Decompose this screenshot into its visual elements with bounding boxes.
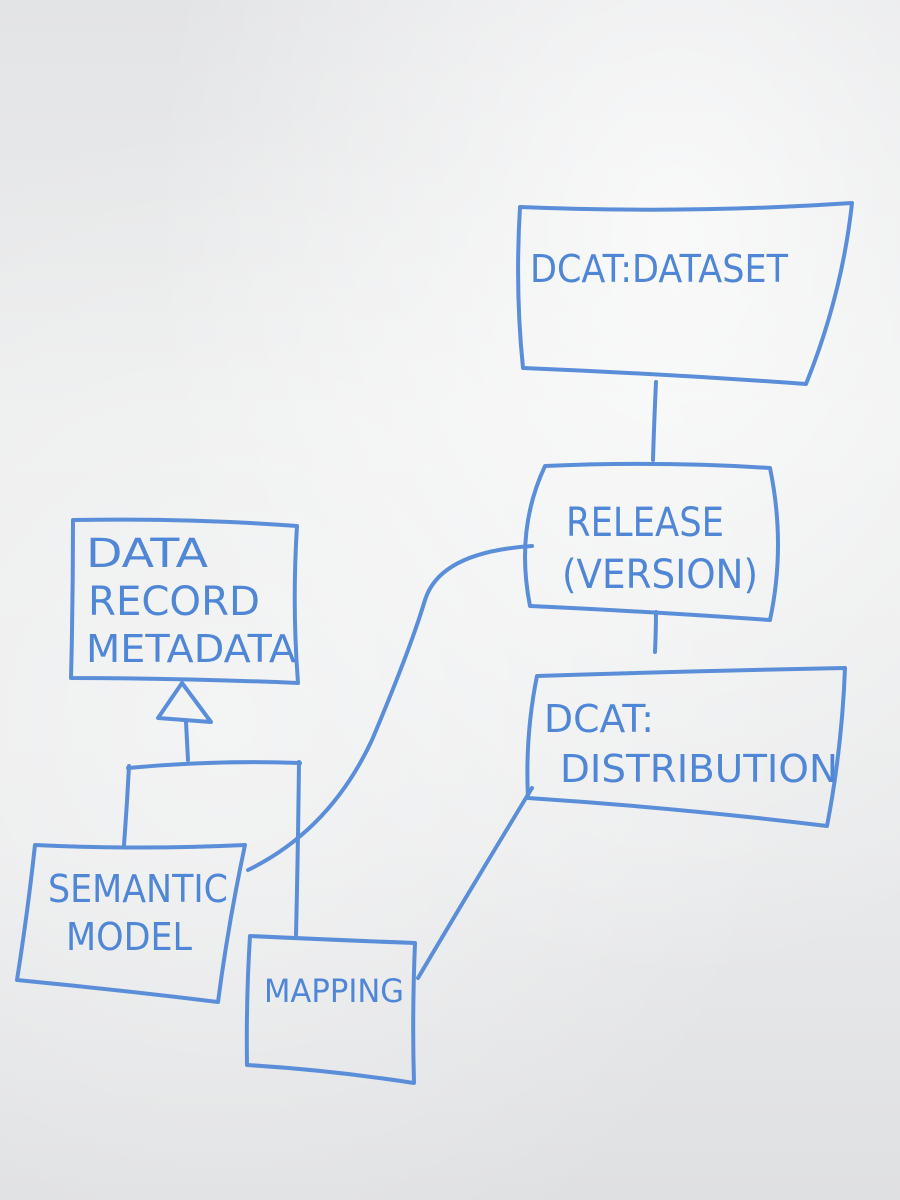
inheritance-bar (126, 760, 302, 770)
node-semantic-model-box (15, 843, 247, 1004)
node-dcat-distribution-label-line1: DCAT: (544, 697, 654, 741)
node-semantic-model: SEMANTIC MODEL (15, 843, 247, 1004)
node-data-record-metadata-label-line2: RECORD (88, 579, 260, 625)
inheritance-branch-mapping (294, 760, 301, 937)
connector-dataset-release (651, 380, 658, 462)
node-release: RELEASE (VERSION) (523, 461, 780, 622)
node-dcat-dataset-label: DCAT:DATASET (530, 247, 789, 291)
node-dcat-distribution-label-line2: DISTRIBUTION (560, 747, 838, 791)
connector-release-distribution (653, 610, 658, 654)
node-semantic-model-label-line1: SEMANTIC (48, 867, 228, 911)
node-data-record-metadata-label-line3: METADATA (86, 627, 296, 671)
node-dcat-dataset: DCAT:DATASET (516, 201, 854, 386)
connector-semantic-model-release (246, 544, 534, 872)
node-data-record-metadata: DATA RECORD METADATA (69, 517, 300, 685)
node-dcat-distribution-box (525, 666, 847, 828)
node-data-record-metadata-box (69, 517, 300, 685)
node-mapping-box (244, 934, 417, 1085)
node-mapping: MAPPING (244, 934, 417, 1085)
node-release-box (523, 461, 780, 622)
node-release-label-line2: (VERSION) (562, 552, 758, 598)
connector-mapping-distribution (416, 786, 534, 980)
node-dcat-dataset-box (516, 201, 854, 386)
inheritance-triangle (156, 681, 213, 724)
inheritance-branch-semantic-model (122, 764, 131, 847)
node-release-label-line1: RELEASE (566, 500, 724, 546)
node-semantic-model-label-line2: MODEL (66, 915, 192, 959)
node-dcat-distribution: DCAT: DISTRIBUTION (525, 666, 847, 828)
inheritance-stem (184, 720, 190, 762)
node-mapping-label: MAPPING (264, 972, 404, 1010)
inheritance-arrow (122, 681, 302, 937)
node-data-record-metadata-label-line1: DATA (86, 531, 209, 577)
